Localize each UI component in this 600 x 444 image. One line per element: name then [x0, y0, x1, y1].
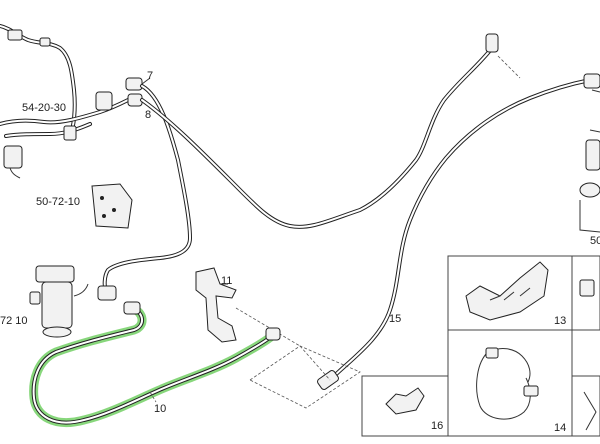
callout-13[interactable]: 13 [554, 315, 566, 327]
callout-11[interactable]: 11 [221, 275, 232, 287]
detail-box-16[interactable] [361, 375, 449, 437]
callout-14[interactable]: 14 [554, 422, 566, 434]
ref-50-72-10[interactable]: 50-72-10 [36, 196, 80, 208]
fuel-line-15[interactable] [316, 73, 600, 391]
filter-canister[interactable] [29, 265, 89, 338]
ref-54-20-30[interactable]: 54-20-30 [22, 102, 66, 114]
connector-cluster[interactable] [125, 77, 151, 109]
ref-72-10[interactable]: 72 10 [0, 315, 28, 327]
harness-assembly[interactable] [0, 24, 130, 179]
detail-box-right-top [571, 255, 600, 331]
callout-15[interactable]: 15 [389, 313, 401, 325]
highlighted-hose-10[interactable] [29, 301, 281, 428]
detail-box-14[interactable] [447, 329, 573, 437]
fuel-line-left[interactable] [97, 84, 192, 301]
callout-16[interactable]: 16 [431, 420, 443, 432]
callout-7[interactable]: 7 [147, 70, 153, 82]
callout-8[interactable]: 8 [145, 109, 151, 121]
ref-50[interactable]: 50 [590, 235, 600, 247]
top-right-module[interactable] [579, 89, 600, 233]
detail-box-right-bottom [571, 375, 600, 437]
fuel-line-main[interactable] [140, 33, 521, 229]
callout-10[interactable]: 10 [154, 403, 166, 415]
bracket-507210[interactable] [91, 183, 133, 229]
bracket-11[interactable] [195, 267, 301, 347]
leader-outline [249, 345, 361, 409]
